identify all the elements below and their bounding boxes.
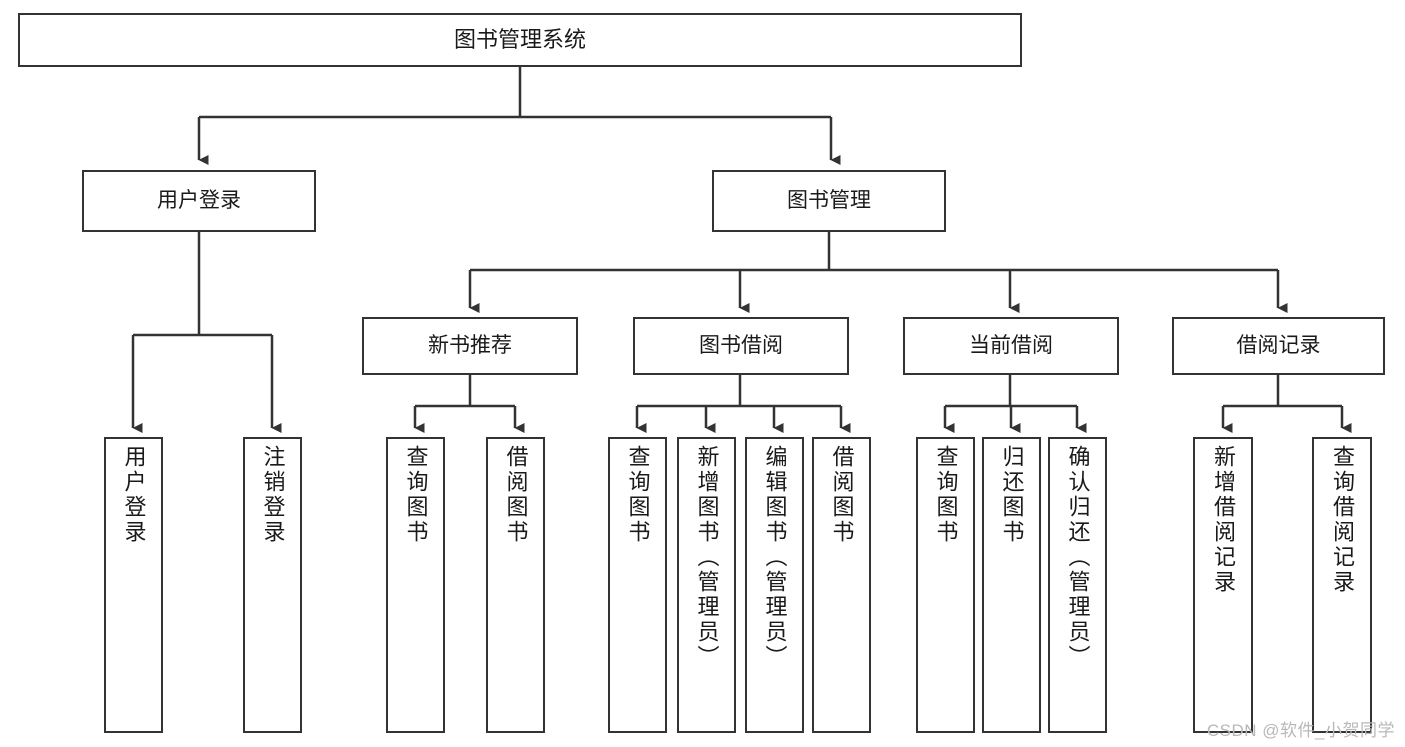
node-label: 用户登录: [121, 445, 147, 545]
node-label: 查询图书: [625, 445, 651, 545]
node-leaf-logout[interactable]: 注销登录: [243, 437, 302, 733]
node-label: 图书管理系统: [453, 27, 586, 53]
node-book-management[interactable]: 图书管理: [712, 170, 946, 232]
node-label: 新增借阅记录: [1211, 445, 1236, 595]
node-label: 查询图书: [403, 445, 429, 545]
node-leaf-query-borrow-record[interactable]: 查询借阅记录: [1312, 437, 1372, 733]
node-label: 用户登录: [157, 188, 241, 212]
node-label: 查询图书: [933, 445, 959, 545]
node-label: 借阅图书: [503, 445, 529, 545]
node-leaf-query-books-current[interactable]: 查询图书: [916, 437, 975, 733]
node-label: 注销登录: [260, 445, 286, 545]
node-label: 图书借阅: [699, 333, 783, 357]
node-label: 编辑图书（管理员）: [762, 445, 788, 670]
node-leaf-add-book-admin[interactable]: 新增图书（管理员）: [677, 437, 736, 733]
node-user-login[interactable]: 用户登录: [82, 170, 316, 232]
node-label: 新增图书（管理员）: [694, 445, 720, 670]
node-leaf-query-books-borrow[interactable]: 查询图书: [608, 437, 667, 733]
node-leaf-borrow-books[interactable]: 借阅图书: [812, 437, 871, 733]
node-root-book-management-system[interactable]: 图书管理系统: [18, 13, 1022, 67]
node-new-book-recommendation[interactable]: 新书推荐: [362, 317, 578, 375]
watermark-text: CSDN @软件_小贺同学: [1206, 721, 1395, 740]
node-label: 归还图书: [999, 445, 1025, 545]
node-current-borrowing[interactable]: 当前借阅: [903, 317, 1119, 375]
node-label: 查询借阅记录: [1330, 445, 1355, 595]
node-label: 图书管理: [787, 188, 871, 212]
node-label: 当前借阅: [969, 333, 1053, 357]
node-label: 确认归还（管理员）: [1065, 445, 1091, 670]
node-leaf-borrow-books-recommend[interactable]: 借阅图书: [486, 437, 545, 733]
node-leaf-return-books[interactable]: 归还图书: [982, 437, 1041, 733]
node-borrowing-records[interactable]: 借阅记录: [1172, 317, 1385, 375]
node-leaf-user-login[interactable]: 用户登录: [104, 437, 163, 733]
node-label: 借阅记录: [1236, 333, 1321, 357]
node-leaf-confirm-return-admin[interactable]: 确认归还（管理员）: [1048, 437, 1107, 733]
node-label: 借阅图书: [829, 445, 855, 545]
node-label: 新书推荐: [428, 333, 512, 357]
node-leaf-add-borrow-record[interactable]: 新增借阅记录: [1193, 437, 1253, 733]
node-book-borrowing[interactable]: 图书借阅: [633, 317, 849, 375]
node-leaf-query-books-recommend[interactable]: 查询图书: [386, 437, 445, 733]
node-leaf-edit-book-admin[interactable]: 编辑图书（管理员）: [745, 437, 804, 733]
